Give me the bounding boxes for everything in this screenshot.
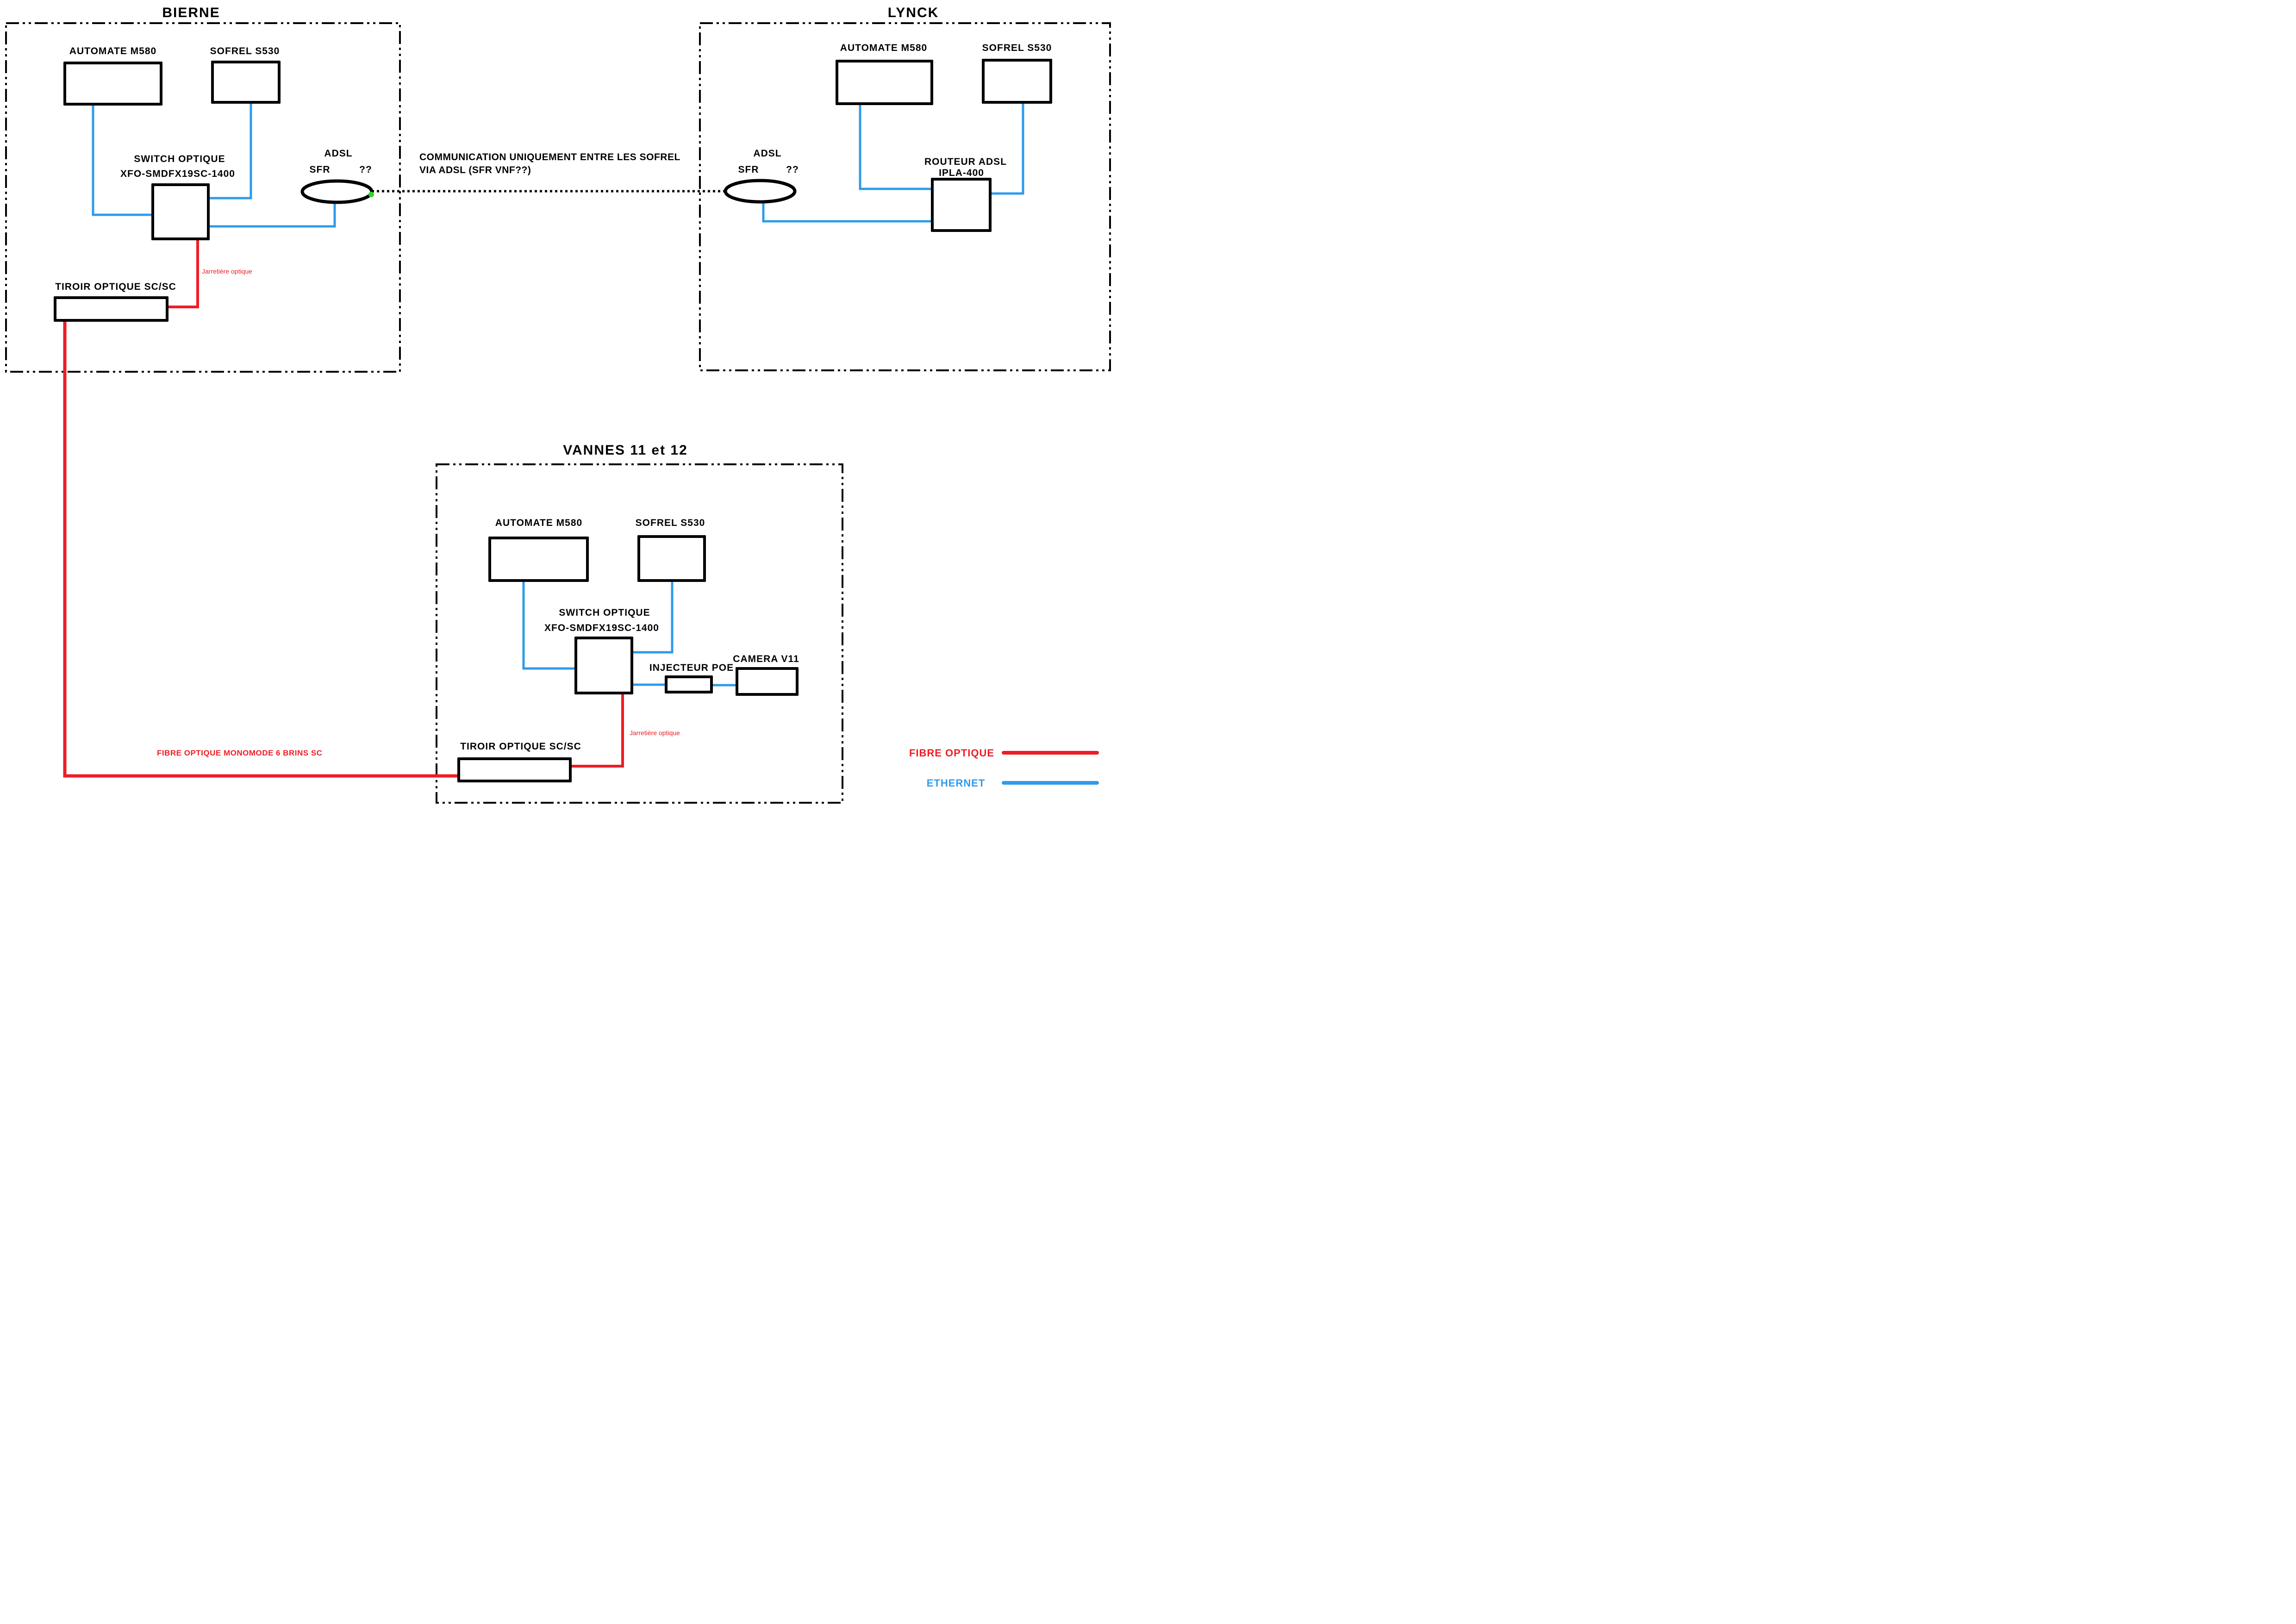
lynck-sofrel-to-routeur-ethernet bbox=[992, 104, 1024, 195]
legend-ethernet-label: ETHERNET bbox=[926, 777, 986, 789]
bierne-unknown-label: ?? bbox=[359, 164, 372, 175]
lynck-region-border bbox=[699, 22, 1111, 371]
vannes-injecteur-label: INJECTEUR POE bbox=[649, 662, 734, 673]
vannes-automate-to-switch-ethernet bbox=[522, 582, 574, 670]
bierne-automate-to-switch-ethernet bbox=[92, 106, 151, 216]
lynck-routeur-label-line1: ROUTEUR ADSL bbox=[924, 156, 1007, 167]
vannes-sofrel-to-switch-ethernet bbox=[633, 582, 674, 654]
vannes-switch-to-tiroir-fibre bbox=[572, 694, 624, 768]
bierne-tiroir-box bbox=[54, 296, 168, 322]
vannes-tiroir-label: TIROIR OPTIQUE SC/SC bbox=[460, 741, 581, 752]
green-connector-dot bbox=[368, 192, 374, 197]
lynck-sofrel-label: SOFREL S530 bbox=[982, 43, 1052, 53]
lynck-sofrel-box bbox=[982, 59, 1052, 104]
bierne-region-border bbox=[5, 22, 401, 373]
bierne-switch-to-tiroir-fibre bbox=[168, 240, 199, 308]
communication-annotation-line1: COMMUNICATION UNIQUEMENT ENTRE LES SOFRE… bbox=[419, 152, 680, 162]
legend-ethernet-swatch bbox=[1002, 781, 1099, 785]
diagram-lines-layer bbox=[5, 22, 1111, 804]
bierne-switch-label-line1: SWITCH OPTIQUE bbox=[134, 154, 225, 164]
vannes-region-border bbox=[436, 463, 843, 804]
vannes-camera-box bbox=[736, 667, 799, 696]
lynck-routeur-box bbox=[931, 178, 992, 232]
lynck-adsl-ellipse bbox=[724, 179, 797, 204]
lynck-adsl-label: ADSL bbox=[753, 148, 782, 159]
vannes-sofrel-label: SOFREL S530 bbox=[635, 518, 705, 528]
vannes-sofrel-box bbox=[637, 535, 706, 582]
bierne-switch-label-line2: XFO-SMDFX19SC-1400 bbox=[120, 169, 235, 179]
legend-fibre-swatch bbox=[1002, 751, 1099, 755]
bierne-adsl-ellipse bbox=[300, 179, 374, 204]
legend-fibre-label: FIBRE OPTIQUE bbox=[909, 747, 995, 759]
vannes-tiroir-box bbox=[457, 757, 572, 782]
bierne-sofrel-label: SOFREL S530 bbox=[210, 46, 280, 56]
bierne-automate-box bbox=[63, 62, 162, 106]
bierne-switch-to-adsl-ethernet bbox=[210, 202, 336, 228]
bierne-sfr-label: SFR bbox=[309, 164, 331, 175]
vannes-switch-label-line1: SWITCH OPTIQUE bbox=[559, 607, 650, 618]
bierne-tiroir-label: TIROIR OPTIQUE SC/SC bbox=[55, 281, 176, 292]
vannes-switch-label-line2: XFO-SMDFX19SC-1400 bbox=[544, 623, 659, 633]
bierne-to-vannes-fibre bbox=[63, 322, 457, 778]
network-diagram: BIERNE AUTOMATE M580 SOFREL S530 SWITCH … bbox=[0, 0, 1148, 812]
lynck-site-title: LYNCK bbox=[887, 5, 939, 20]
lynck-sfr-label: SFR bbox=[738, 164, 759, 175]
lynck-automate-to-routeur-ethernet bbox=[859, 105, 931, 190]
fibre-run-label: FIBRE OPTIQUE MONOMODE 6 BRINS SC bbox=[157, 749, 323, 757]
vannes-site-title: VANNES 11 et 12 bbox=[563, 443, 688, 458]
communication-annotation-line2: VIA ADSL (SFR VNF??) bbox=[419, 165, 531, 175]
bierne-switch-box bbox=[151, 183, 210, 240]
bierne-jarretiere-label: Jarretière optique bbox=[202, 268, 252, 275]
lynck-automate-box bbox=[836, 60, 933, 105]
lynck-automate-label: AUTOMATE M580 bbox=[840, 43, 928, 53]
bierne-sofrel-box bbox=[211, 61, 281, 104]
lynck-routeur-label-line2: IPLA-400 bbox=[939, 168, 984, 178]
bierne-site-title: BIERNE bbox=[162, 5, 220, 20]
vannes-injecteur-box bbox=[665, 675, 713, 693]
lynck-unknown-label: ?? bbox=[786, 164, 799, 175]
bierne-sofrel-to-switch-ethernet bbox=[210, 104, 252, 200]
vannes-automate-box bbox=[488, 537, 589, 582]
bierne-adsl-label: ADSL bbox=[324, 148, 353, 159]
vannes-jarretiere-label: Jarretière optique bbox=[630, 729, 680, 737]
vannes-automate-label: AUTOMATE M580 bbox=[495, 518, 583, 528]
vannes-switch-box bbox=[574, 637, 633, 694]
communication-annotation: COMMUNICATION UNIQUEMENT ENTRE LES SOFRE… bbox=[419, 151, 680, 177]
vannes-camera-label: CAMERA V11 bbox=[733, 654, 799, 664]
bierne-automate-label: AUTOMATE M580 bbox=[69, 46, 157, 56]
lynck-adsl-to-routeur-ethernet bbox=[762, 202, 931, 223]
